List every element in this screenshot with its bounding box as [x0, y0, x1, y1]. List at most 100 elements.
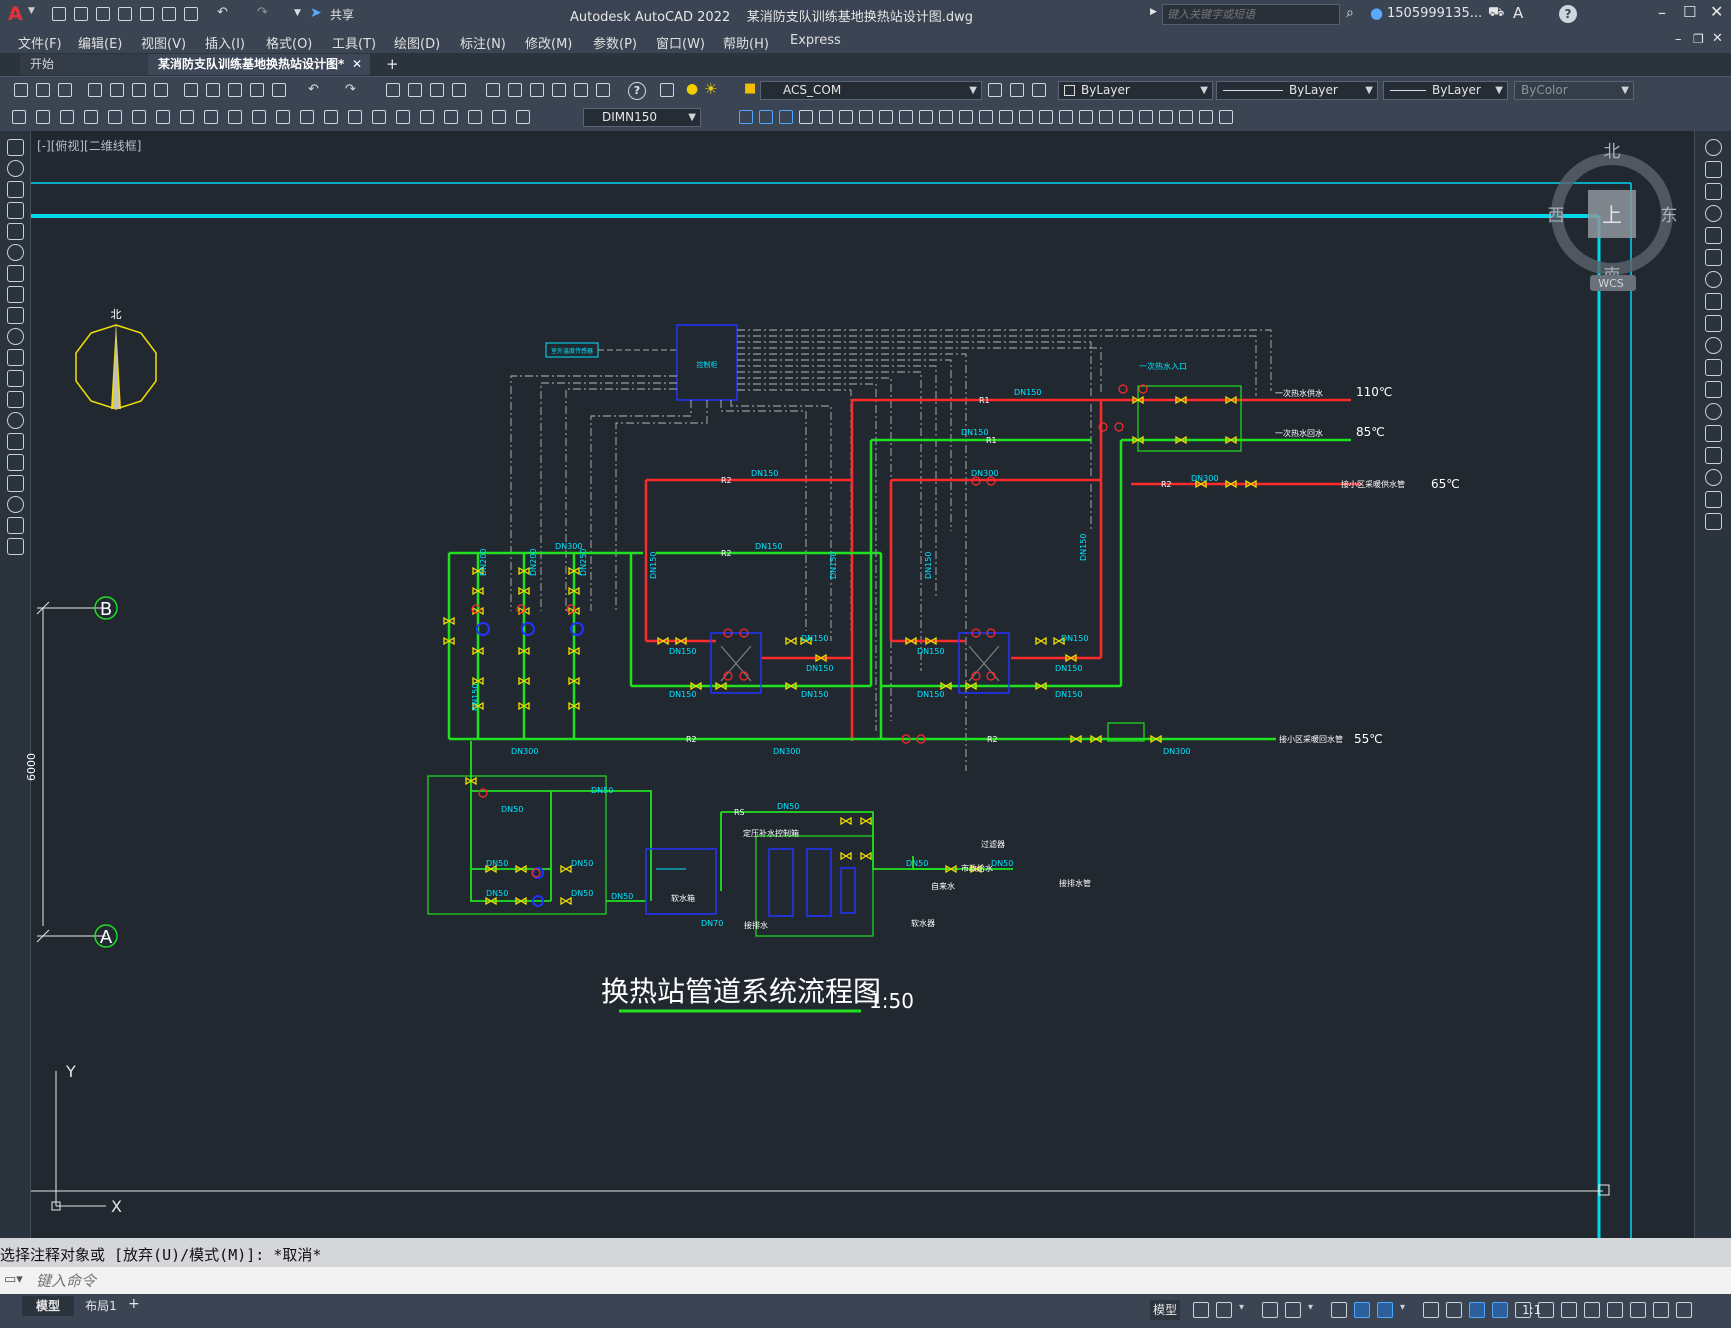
menu-file[interactable]: 文件(F)	[18, 37, 62, 52]
polar-dropdown-toggle-icon[interactable]: ▾	[1308, 1302, 1314, 1313]
layer-lock-icon[interactable]: ■	[744, 81, 757, 96]
layer-thaw-icon[interactable]: ☀	[704, 80, 718, 98]
blend-icon[interactable]	[1705, 491, 1722, 508]
snap-dropdown-toggle-icon[interactable]: ▾	[1239, 1302, 1245, 1313]
print-icon[interactable]	[88, 83, 102, 97]
zoom-realtime-icon[interactable]	[408, 83, 422, 97]
isodraft-toggle-icon[interactable]	[1331, 1302, 1347, 1318]
insert-block-icon[interactable]	[7, 370, 24, 387]
pdf-underlay-icon[interactable]	[1139, 110, 1153, 124]
undo-icon[interactable]: ↶	[217, 5, 228, 20]
menu-window[interactable]: 窗口(W)	[656, 37, 705, 52]
search-expand-icon[interactable]: ▶	[1150, 7, 1157, 17]
quick-properties-toggle-icon[interactable]	[1607, 1302, 1623, 1318]
help-search-input[interactable]	[1163, 5, 1339, 24]
dim-edit-icon[interactable]	[444, 110, 458, 124]
trim-icon[interactable]	[1705, 337, 1722, 354]
menu-express[interactable]: Express	[790, 33, 841, 48]
object-snap-dropdown-toggle-icon[interactable]: ▾	[1400, 1302, 1406, 1313]
user-icon[interactable]: ●	[1370, 4, 1384, 22]
search-icon[interactable]: ⌕	[1346, 5, 1354, 21]
cart-icon[interactable]: ⛟	[1488, 5, 1505, 20]
open-file-icon[interactable]	[74, 7, 88, 21]
viewcube[interactable]: 上 北 南 东 西 WCS	[1548, 142, 1678, 291]
save-tb-icon[interactable]	[58, 83, 72, 97]
gradient-icon[interactable]	[7, 454, 24, 471]
text-to-front-icon[interactable]	[859, 110, 873, 124]
doc-restore-icon[interactable]: ❐	[1693, 32, 1704, 46]
publish-icon[interactable]	[132, 83, 146, 97]
rotate-icon[interactable]	[1705, 271, 1722, 288]
angular-dim-icon[interactable]	[204, 110, 218, 124]
doc-minimize-icon[interactable]: –	[1675, 32, 1682, 47]
make-current-icon[interactable]	[988, 83, 1002, 97]
object-snap-toggle-icon[interactable]	[1377, 1302, 1393, 1318]
annotation-scale-icon-toggle-icon[interactable]	[1515, 1302, 1531, 1318]
preview-icon[interactable]	[110, 83, 124, 97]
plot-icon[interactable]	[184, 7, 198, 21]
dim-update-icon[interactable]	[492, 110, 506, 124]
plotstyle-dropdown[interactable]: ByColor ▼	[1514, 81, 1634, 100]
save-icon[interactable]	[96, 7, 110, 21]
construction-line-icon[interactable]	[7, 160, 24, 177]
wblock-icon[interactable]	[1019, 110, 1033, 124]
share-button[interactable]: 共享	[330, 8, 355, 22]
maximize-icon[interactable]: ☐	[1683, 3, 1697, 21]
menu-parametric[interactable]: 参数(P)	[593, 37, 637, 52]
share-icon[interactable]: ➤	[310, 5, 322, 21]
units-toggle-icon[interactable]	[1584, 1302, 1600, 1318]
ortho-toggle-icon[interactable]	[1262, 1302, 1278, 1318]
match-prop-icon[interactable]	[250, 83, 264, 97]
erase-icon[interactable]	[1705, 139, 1722, 156]
viewcube-north[interactable]: 北	[1604, 142, 1621, 162]
move-icon[interactable]	[1705, 249, 1722, 266]
qnew-icon[interactable]	[14, 83, 28, 97]
hatch-to-back-icon[interactable]	[879, 110, 893, 124]
attribute-sync-icon[interactable]	[979, 110, 993, 124]
stretch-icon[interactable]	[1705, 315, 1722, 332]
spline-icon[interactable]	[7, 307, 24, 324]
polyline-icon[interactable]	[7, 181, 24, 198]
snap-toggle-icon[interactable]	[1216, 1302, 1232, 1318]
tab-drawing[interactable]: 某消防支队训练基地换热站设计图* ✕	[148, 54, 370, 75]
grid-toggle-icon[interactable]	[1193, 1302, 1209, 1318]
help-search-box[interactable]	[1162, 4, 1340, 25]
baseline-dim-icon[interactable]	[252, 110, 266, 124]
help-tb-icon[interactable]: ?	[628, 82, 646, 100]
inspect-icon[interactable]	[396, 110, 410, 124]
viewcube-west[interactable]: 西	[1548, 206, 1565, 226]
menu-help[interactable]: 帮助(H)	[723, 37, 769, 52]
extend-icon[interactable]	[1705, 359, 1722, 376]
mirror-icon[interactable]	[1705, 183, 1722, 200]
radius-dim-icon[interactable]	[132, 110, 146, 124]
draworder-below-icon[interactable]	[799, 110, 813, 124]
draworder-above-icon[interactable]	[779, 110, 793, 124]
line-icon[interactable]	[7, 139, 24, 156]
undo-tb-icon[interactable]: ↶	[308, 82, 319, 97]
hatch-icon[interactable]	[7, 433, 24, 450]
fullscreen-toggle-icon[interactable]	[1653, 1302, 1669, 1318]
bring-text-front-icon[interactable]	[819, 110, 833, 124]
design-center-icon[interactable]	[508, 83, 522, 97]
arc-length-dim-icon[interactable]	[84, 110, 98, 124]
viewport-controls-label[interactable]: [-][俯视][二维线框]	[37, 139, 142, 153]
ellipse-icon[interactable]	[7, 328, 24, 345]
layer-properties-icon[interactable]	[660, 83, 674, 97]
object-snap-tracking-toggle-icon[interactable]	[1354, 1302, 1370, 1318]
dim-break-icon[interactable]	[324, 110, 338, 124]
arc-icon[interactable]	[7, 244, 24, 261]
raster-icon[interactable]	[1119, 110, 1133, 124]
cut-icon[interactable]	[184, 83, 198, 97]
chamfer-icon[interactable]	[1705, 447, 1722, 464]
menu-format[interactable]: 格式(O)	[266, 37, 313, 52]
menu-modify[interactable]: 修改(M)	[525, 37, 573, 52]
revcloud-icon[interactable]	[1219, 110, 1233, 124]
circle-icon[interactable]	[7, 265, 24, 282]
autocad-logo-icon[interactable]: A	[8, 3, 23, 25]
qat-dropdown-icon[interactable]: ▼	[294, 8, 301, 18]
draworder-back-icon[interactable]	[759, 110, 773, 124]
bring-dim-front-icon[interactable]	[839, 110, 853, 124]
make-block-icon[interactable]	[939, 110, 953, 124]
region-icon[interactable]	[7, 475, 24, 492]
polar-toggle-icon[interactable]	[1285, 1302, 1301, 1318]
